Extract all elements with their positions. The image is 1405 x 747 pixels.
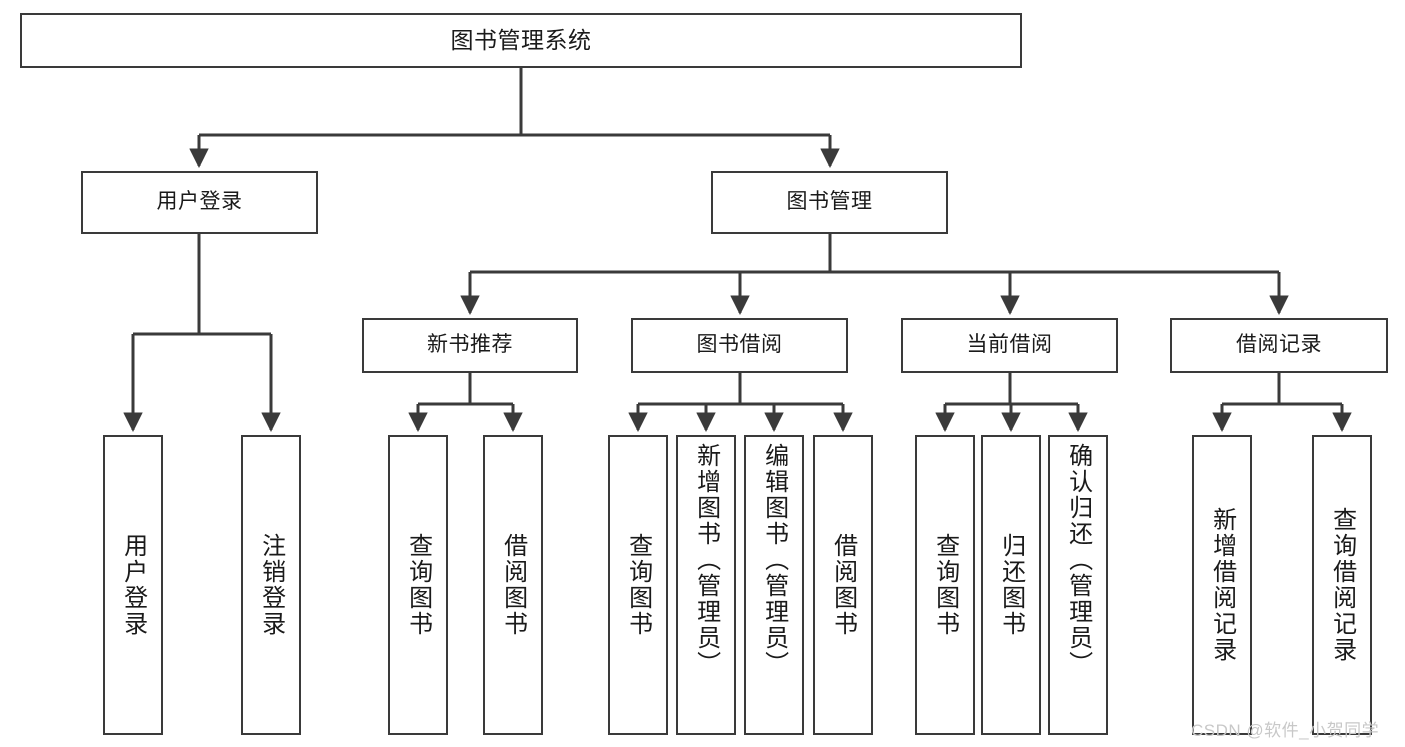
node-current-borrow[interactable]: 当前借阅 xyxy=(901,318,1118,373)
node-label: 借阅记录 xyxy=(1236,333,1322,357)
node-label: 图书管理 xyxy=(786,190,873,214)
node-label: 查询图书 xyxy=(624,533,652,637)
leaf-book-borrow-add[interactable]: 新增图书（管理员） xyxy=(676,435,736,735)
node-label: 借阅图书 xyxy=(829,533,857,637)
leaf-user-login-login[interactable]: 用户登录 xyxy=(103,435,163,735)
node-label: 图书管理系统 xyxy=(450,26,592,53)
node-root-system[interactable]: 图书管理系统 xyxy=(20,13,1022,68)
leaf-new-book-query[interactable]: 查询图书 xyxy=(388,435,448,735)
leaf-new-book-borrow[interactable]: 借阅图书 xyxy=(483,435,543,735)
node-label: 当前借阅 xyxy=(966,333,1053,357)
leaf-current-borrow-confirm-return[interactable]: 确认归还（管理员） xyxy=(1048,435,1108,735)
node-label: 查询图书 xyxy=(931,533,959,637)
node-book-borrow[interactable]: 图书借阅 xyxy=(631,318,848,373)
node-book-management[interactable]: 图书管理 xyxy=(711,171,948,234)
leaf-book-borrow-edit[interactable]: 编辑图书（管理员） xyxy=(744,435,804,735)
node-new-book-recommend[interactable]: 新书推荐 xyxy=(362,318,578,373)
leaf-borrow-record-add[interactable]: 新增借阅记录 xyxy=(1192,435,1252,735)
node-label: 归还图书 xyxy=(997,533,1025,637)
node-label: 编辑图书（管理员） xyxy=(760,443,788,677)
node-label: 查询图书 xyxy=(404,533,432,637)
node-label: 新增借阅记录 xyxy=(1208,507,1236,663)
node-label: 注销登录 xyxy=(257,533,285,637)
node-label: 借阅图书 xyxy=(499,533,527,637)
node-label: 用户登录 xyxy=(119,533,147,637)
leaf-current-borrow-query[interactable]: 查询图书 xyxy=(915,435,975,735)
node-borrow-record[interactable]: 借阅记录 xyxy=(1170,318,1388,373)
leaf-book-borrow-borrow[interactable]: 借阅图书 xyxy=(813,435,873,735)
node-label: 确认归还（管理员） xyxy=(1064,443,1092,677)
watermark-text: CSDN @软件_小贺同学 xyxy=(1191,721,1380,740)
leaf-user-login-logout[interactable]: 注销登录 xyxy=(241,435,301,735)
leaf-borrow-record-query[interactable]: 查询借阅记录 xyxy=(1312,435,1372,735)
node-user-login[interactable]: 用户登录 xyxy=(81,171,318,234)
node-label: 查询借阅记录 xyxy=(1328,507,1356,663)
node-label: 新书推荐 xyxy=(427,333,513,357)
node-label: 用户登录 xyxy=(156,190,243,214)
node-label: 图书借阅 xyxy=(696,333,783,357)
leaf-book-borrow-query[interactable]: 查询图书 xyxy=(608,435,668,735)
leaf-current-borrow-return[interactable]: 归还图书 xyxy=(981,435,1041,735)
node-label: 新增图书（管理员） xyxy=(692,443,720,677)
